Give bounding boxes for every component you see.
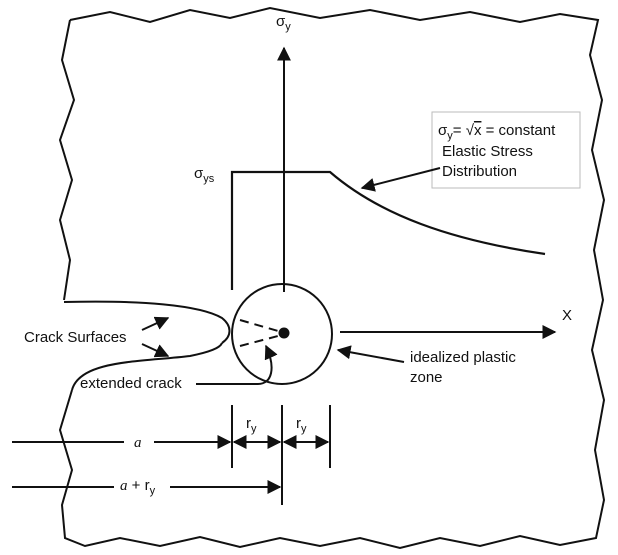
callout-line-2: Elastic Stress <box>442 143 533 160</box>
callout-line-1: σy= √x = constant <box>438 122 556 142</box>
plastic-zone-arrow <box>336 345 405 363</box>
crack-tip-dot <box>278 327 290 339</box>
callout-pointer <box>360 167 441 192</box>
crack-lower-surface <box>71 342 223 391</box>
extended-crack-arrow <box>196 344 278 385</box>
crack-surfaces-arrow-upper <box>141 316 170 331</box>
crack-surfaces-label: Crack Surfaces <box>24 329 127 346</box>
extended-crack-label: extended crack <box>80 375 182 392</box>
dim-a-label: a <box>134 435 142 451</box>
crack-surfaces-arrow-lower <box>141 343 170 358</box>
plate-boundary <box>58 6 606 550</box>
plastic-zone-label-2: zone <box>410 369 443 386</box>
plastic-zone-label-1: idealized plastic <box>410 349 516 366</box>
x-axis-label: X <box>562 307 572 324</box>
dim-ry-right-label: ry <box>296 415 307 435</box>
plastic-zone-circle <box>231 283 333 385</box>
plate-boundary-upper-left <box>58 19 76 301</box>
crack-upper-surface <box>63 300 231 344</box>
callout-box <box>431 111 581 189</box>
sigma-ys-label: σys <box>194 165 215 185</box>
stress-distribution-curve <box>230 170 546 290</box>
callout-line-3: Distribution <box>442 163 517 180</box>
extended-crack-dash-lower <box>239 335 279 347</box>
sigma-y-label: σy <box>276 13 291 33</box>
extended-crack-dash-upper <box>239 319 279 332</box>
dim-ry-left-label: ry <box>246 415 257 435</box>
dim-a-plus-ry-label: a + ry <box>120 477 156 497</box>
